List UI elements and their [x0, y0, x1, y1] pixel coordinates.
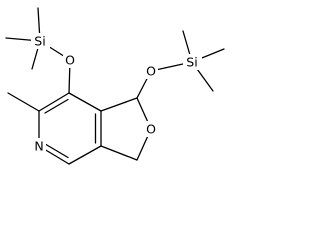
- atom-si-right: Si: [183, 54, 202, 70]
- atom-n-ring-bg: [32, 138, 46, 154]
- atom-labels: Si O O Si O N: [31, 33, 202, 154]
- atom-n-ring: N: [32, 138, 46, 154]
- bond-c6-c7-inner: [44, 98, 69, 114]
- bond-c4-n-inner: [42, 142, 69, 159]
- bond-c3a-c4: [68, 145, 102, 165]
- structure-canvas: Si O O Si O N: [5, 7, 225, 165]
- atom-o-right-bg: [144, 63, 158, 79]
- atom-si-right-bg: [183, 54, 202, 70]
- atom-si-left-label: Si: [34, 34, 45, 49]
- bond-c7-c7a: [68, 92, 102, 112]
- chemical-structure-diagram: Si O O Si O N: [5, 7, 225, 165]
- bond-c7a-c1: [100, 97, 138, 112]
- atom-o-ring-label: O: [146, 122, 156, 137]
- atom-si-left: Si: [31, 33, 50, 49]
- atom-o-right: O: [144, 63, 158, 79]
- atom-o-ring-bg: [144, 121, 158, 137]
- atom-o-left: O: [63, 52, 77, 68]
- bond-c6-methyl: [7, 92, 40, 112]
- atom-o-left-bg: [63, 52, 77, 68]
- atom-o-right-label: O: [146, 64, 156, 79]
- atom-o-ring: O: [144, 121, 158, 137]
- atom-si-left-bg: [31, 33, 50, 49]
- atom-si-right-label: Si: [186, 55, 197, 70]
- bond-c3-c3a: [100, 145, 138, 161]
- bond-c6-c7: [38, 92, 70, 112]
- atom-o-left-label: O: [65, 53, 75, 68]
- atom-n-ring-label: N: [34, 139, 43, 154]
